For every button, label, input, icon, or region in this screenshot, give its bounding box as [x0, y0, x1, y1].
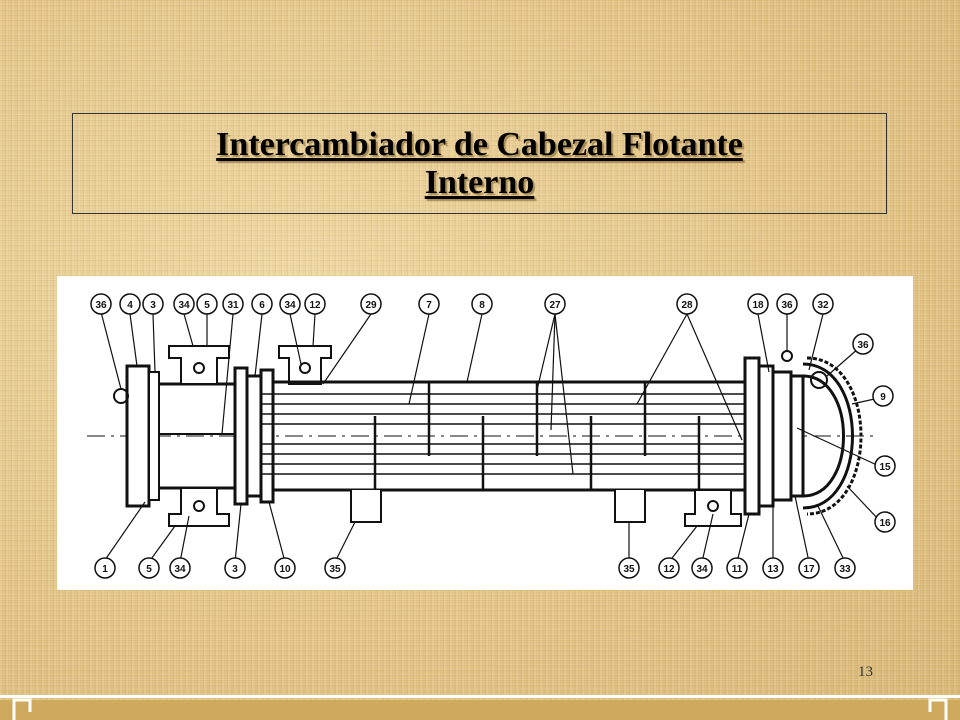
- callout-top-7: 6: [259, 300, 265, 311]
- callout-bottom-6: 35: [329, 564, 341, 575]
- slide-title-box: Intercambiador de Cabezal Flotante Inter…: [72, 113, 887, 214]
- callout-right-4: 16: [879, 518, 891, 529]
- callout-top-2: 4: [127, 300, 133, 311]
- bottom-decorative-bar: [0, 692, 960, 720]
- callout-bottom-4: 3: [232, 564, 238, 575]
- callout-top-1: 36: [95, 300, 107, 311]
- callout-bottom-13: 33: [839, 564, 851, 575]
- callout-top-16: 36: [781, 300, 793, 311]
- callout-top-9: 12: [309, 300, 321, 311]
- callout-top-3: 3: [150, 300, 156, 311]
- callout-bottom-8: 12: [663, 564, 675, 575]
- callout-top-17: 32: [817, 300, 829, 311]
- heat-exchanger-drawing: 36 4 3 34 5 31 6 34 12 29 7 8 27 28 18 3…: [87, 293, 896, 579]
- slide-number: 13: [858, 664, 873, 680]
- slide-title-line-2: Interno: [424, 163, 535, 201]
- callout-bottom-2: 5: [146, 564, 152, 575]
- callout-bottom-10: 11: [732, 564, 743, 575]
- callout-bottom-3: 34: [174, 564, 186, 575]
- callout-top-13: 27: [549, 300, 561, 311]
- callout-bottom-5: 10: [279, 564, 291, 575]
- callout-bottom-11: 13: [767, 564, 779, 575]
- callout-bottom-9: 34: [696, 564, 708, 575]
- heat-exchanger-diagram: 36 4 3 34 5 31 6 34 12 29 7 8 27 28 18 3…: [57, 276, 913, 590]
- slide-title-line-1: Intercambiador de Cabezal Flotante: [216, 125, 743, 163]
- callout-top-11: 7: [426, 300, 432, 311]
- callout-top-6: 31: [227, 300, 239, 311]
- callout-right-2: 9: [880, 392, 886, 403]
- callout-top-5: 5: [204, 300, 210, 311]
- callout-right-1: 36: [857, 340, 869, 351]
- callout-top-15: 18: [752, 300, 764, 311]
- callout-bottom-12: 17: [803, 564, 815, 575]
- callout-top-14: 28: [681, 300, 693, 311]
- callout-top-8: 34: [284, 300, 296, 311]
- callout-top-4: 34: [178, 300, 190, 311]
- callout-right-3: 15: [879, 462, 891, 473]
- callout-top-12: 8: [479, 300, 485, 311]
- callout-top-10: 29: [365, 300, 377, 311]
- callout-bottom-7: 35: [623, 564, 635, 575]
- bottom-bar-graphic: [0, 695, 960, 720]
- callout-bottom-1: 1: [102, 564, 108, 575]
